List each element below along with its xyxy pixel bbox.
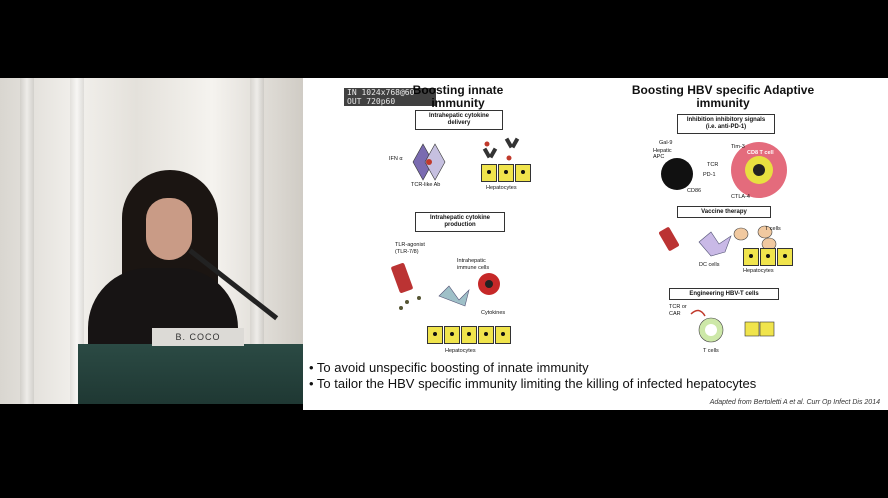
box-inhibition-signals: Inhibition inhibitory signals (i.e. anti… [677,114,775,134]
immune-cells-label: Intrahepatic immune cells [457,258,490,271]
box-cytokine-delivery: Intrahepatic cytokine delivery [415,110,503,130]
overlay-output-line: OUT 720p60 [347,97,396,106]
vaccine-illustration [659,225,777,257]
tim3-label: Tim-3 [731,144,745,150]
immune-cells-illustration [391,263,500,310]
bullet-item: • To avoid unspecific boosting of innate… [309,360,589,375]
pd1-label: PD-1 [703,172,716,178]
nameplate: B. COCO [152,328,244,346]
tlr-agonist-label: TLR-agonist (TLR-7/8) [395,242,425,255]
box-cytokine-production: Intrahepatic cytokine production [415,212,505,232]
presentation-slide: Boosting innate immunity Boosting HBV sp… [303,78,888,410]
tcr-like-ab-label: TCR-like Ab [411,182,441,188]
letterbox-bottom [0,410,888,498]
right-column-title: Boosting HBV specific Adaptive immunity [631,83,815,110]
hepatocytes-row [481,164,532,182]
ctla4-label: CTLA-4 [731,194,750,200]
box-engineering-hbv-t-cells: Engineering HBV-T cells [669,288,779,300]
curtain-fold [20,78,34,404]
podium [78,344,303,404]
antibody-icon [412,137,520,181]
hepatocytes-row [427,326,512,344]
curtain-fold [250,78,264,404]
curtain-fold [70,78,84,404]
dc-cells-label: DC cells [699,262,720,268]
cd8-label: CD8 T cell [747,150,774,156]
tcells-label: T cells [765,226,781,232]
tcr-car-label: TCR or CAR [669,304,687,317]
ifn-label: IFN α [389,156,403,162]
hepatic-apc-label: Hepatic APC [653,148,672,160]
tcr-label: TCR [707,162,719,168]
box-vaccine-therapy: Vaccine therapy [677,206,771,218]
tcells-label: T cells [703,348,719,354]
slide-citation: Adapted from Bertoletti A et al. Curr Op… [709,399,880,406]
speaker-video: B. COCO [0,78,303,404]
resolution-overlay: IN 1024x768@60 OUT 720p60 [344,88,436,106]
bullet-item: • To tailor the HBV specific immunity li… [309,376,757,391]
hepatocytes-label: Hepatocytes [445,348,476,354]
speaker-face [146,198,192,260]
hepatocytes-label: Hepatocytes [743,268,774,274]
overlay-input-line: IN 1024x768@60 [347,88,415,97]
engineered-t-cell-illustration [690,309,775,343]
gal9-label: Gal-9 [659,140,673,146]
cytokines-label: Cytokines [481,310,506,316]
hepatocytes-label: Hepatocytes [486,185,517,191]
cd8-interaction-illustration [661,142,787,198]
hepatocytes-row [743,248,794,266]
cd86-label: CD86 [687,188,702,194]
slide-bullets: • To avoid unspecific boosting of innate… [309,360,756,392]
